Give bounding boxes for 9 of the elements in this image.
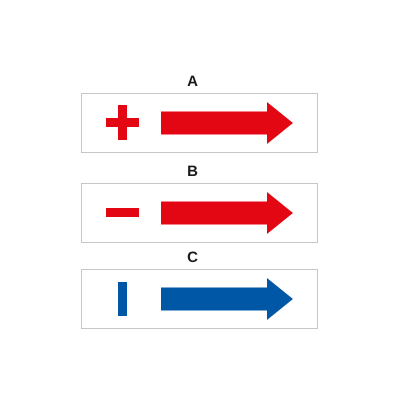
direction-arrow xyxy=(161,278,293,320)
plus-icon xyxy=(106,105,139,140)
direction-arrow xyxy=(161,192,293,234)
panel-heading: C xyxy=(187,248,198,266)
panel-heading: A xyxy=(187,72,198,90)
direction-arrow xyxy=(161,102,293,144)
minus-icon xyxy=(106,208,139,217)
panel-heading: B xyxy=(187,162,198,180)
vertical-bar-icon xyxy=(118,282,127,316)
